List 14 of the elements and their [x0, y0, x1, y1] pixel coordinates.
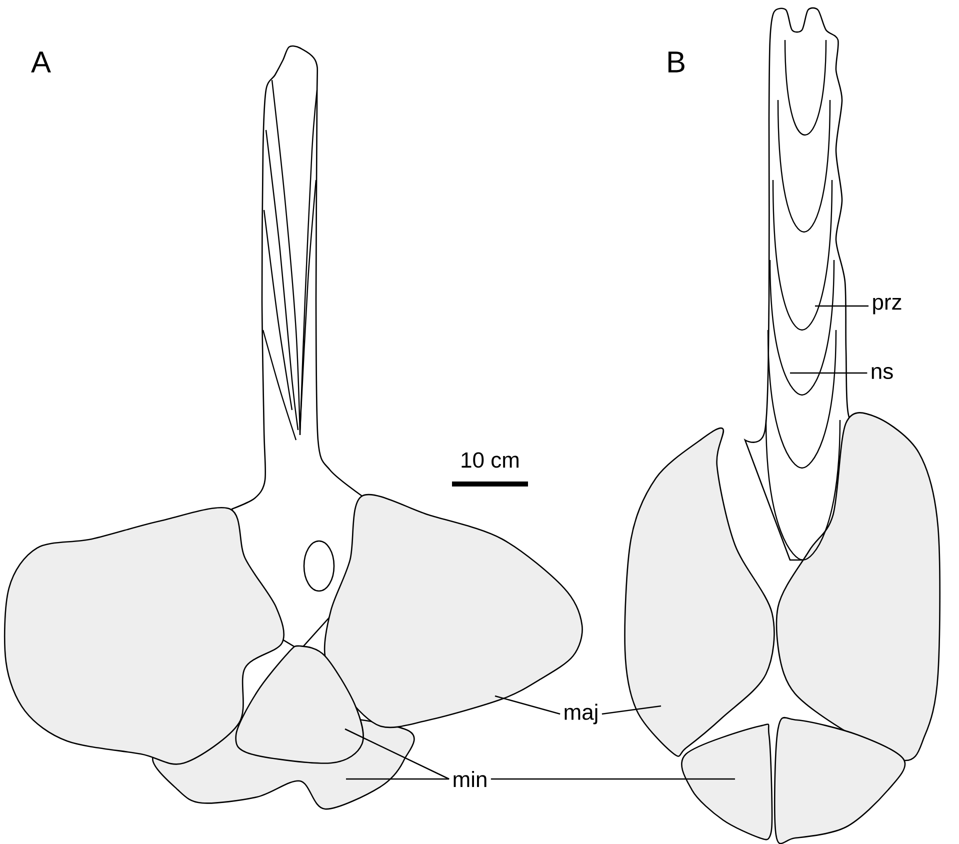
- panel-label: A: [31, 52, 51, 72]
- leader-line: [602, 705, 662, 715]
- callout-label: ns: [872, 366, 893, 380]
- callout-label: min: [454, 771, 486, 787]
- leader-line: [815, 305, 869, 307]
- panel-label: B: [668, 52, 684, 72]
- leader-line: [344, 728, 450, 780]
- callout-label: prz: [873, 298, 902, 314]
- leader-line: [490, 778, 735, 780]
- leader-line: [346, 778, 450, 780]
- scale-label: 10 cm: [462, 452, 518, 468]
- leader-line: [790, 372, 868, 374]
- leader-line: [494, 695, 560, 715]
- callout-label: maj: [564, 704, 598, 724]
